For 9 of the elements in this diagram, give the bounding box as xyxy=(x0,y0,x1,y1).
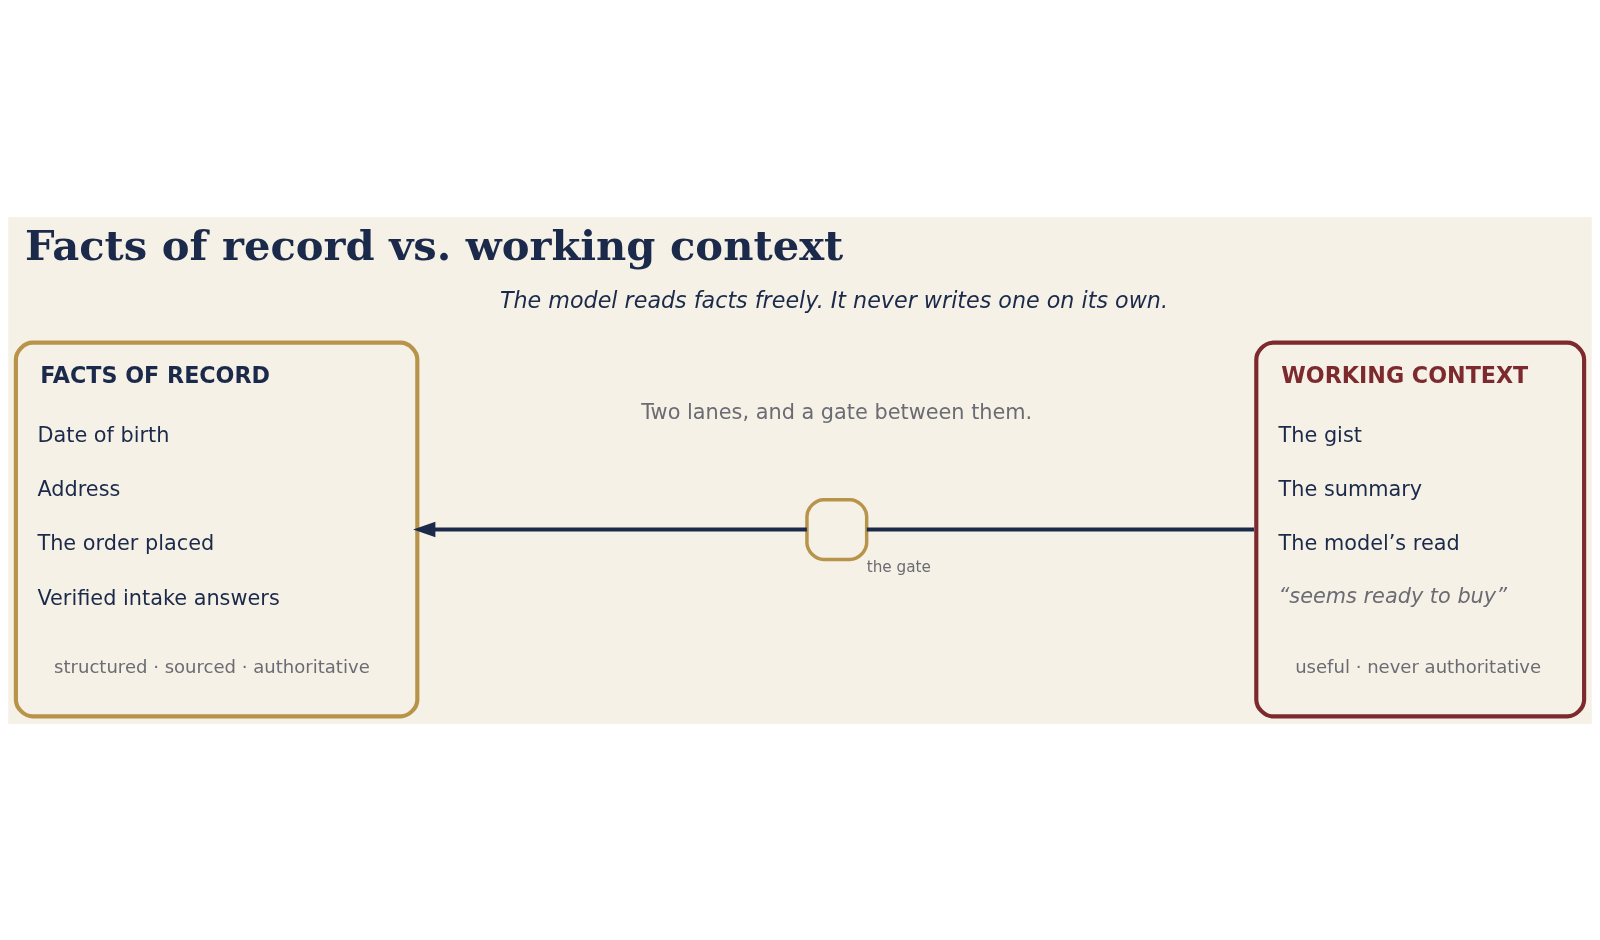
diagram-title: Facts of record vs. working context xyxy=(24,220,844,270)
arrow xyxy=(413,521,807,537)
node-label: the gate xyxy=(866,557,931,576)
node-box: FACTS OF RECORD Date of birth Address The order placed Verified intake answers structured · sourced · authoritative xyxy=(13,340,420,718)
node-box: WORKING CONTEXT The gist The summary The model’s read “seems ready to buy” useful · never authoritative xyxy=(1254,340,1587,718)
node-box xyxy=(805,497,869,561)
caption: The model reads facts freely. It never writes one on its own. xyxy=(499,286,1168,313)
label: Two lanes, and a gate between them. xyxy=(641,399,1033,424)
connector xyxy=(866,526,1254,532)
